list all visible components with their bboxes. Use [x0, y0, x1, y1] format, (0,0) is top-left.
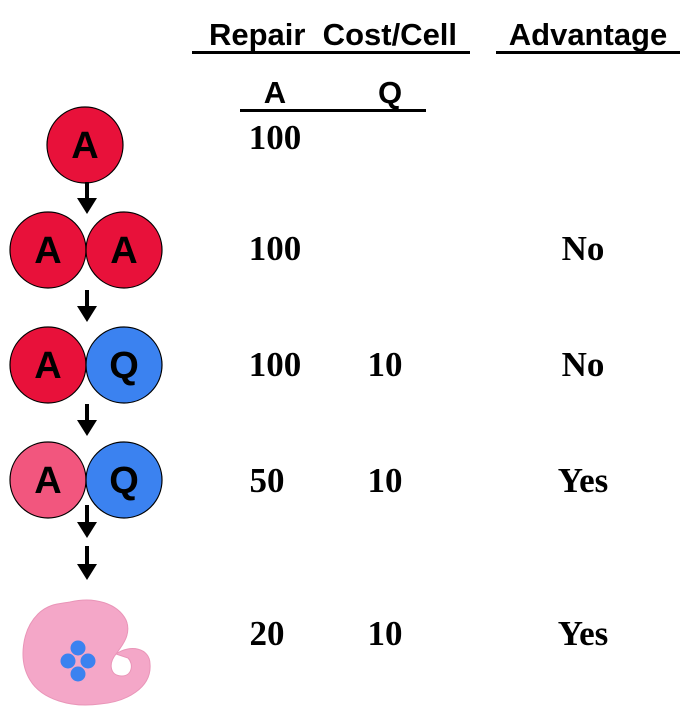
cell-a-icon: A	[9, 211, 87, 289]
repair-cost-header-rule	[192, 51, 470, 54]
advantage-value: No	[561, 229, 605, 268]
subheader-rule	[240, 109, 426, 112]
cell-a-icon: A	[46, 106, 124, 184]
advantage-value: No	[561, 345, 605, 384]
cell-q-icon: Q	[85, 326, 163, 404]
down-arrow-icon	[77, 290, 97, 322]
cell-label: A	[71, 125, 98, 167]
cell-label: A	[34, 460, 61, 502]
cell-lineage-diagram: A A A A Q A Q	[9, 106, 163, 706]
cell-label: A	[34, 345, 61, 387]
cell-label: A	[110, 230, 137, 272]
repair-cost-q-value: 10	[367, 614, 403, 653]
repair-cost-a-value: 100	[248, 118, 302, 157]
repair-cost-a-value: 20	[249, 614, 285, 653]
advantage-value: Yes	[557, 614, 609, 653]
cell-a-icon: A	[85, 211, 163, 289]
down-arrow-icon	[77, 505, 97, 538]
repair-cost-q-value: 10	[367, 345, 403, 384]
column-q-header: Q	[377, 75, 403, 110]
cell-a-icon: A	[9, 326, 87, 404]
down-arrow-icon	[77, 404, 97, 436]
column-a-header: A	[263, 75, 287, 110]
repair-cost-a-value: 100	[248, 345, 302, 384]
repair-cost-a-value: 50	[249, 461, 285, 500]
cell-label: Q	[109, 460, 139, 502]
cell-a-icon: A	[9, 441, 87, 519]
cell-q-icon: Q	[85, 441, 163, 519]
down-arrow-icon	[77, 546, 97, 580]
advantage-value: Yes	[557, 461, 609, 500]
cell-label: Q	[109, 345, 139, 387]
repair-cost-q-value: 10	[367, 461, 403, 500]
tumor-cell-icon	[22, 599, 151, 706]
cell-label: A	[34, 230, 61, 272]
repair-cost-header: Repair Cost/Cell	[208, 17, 458, 52]
advantage-header-rule	[496, 51, 680, 54]
down-arrow-icon	[77, 182, 97, 214]
advantage-header: Advantage	[508, 17, 668, 52]
repair-cost-a-value: 100	[248, 229, 302, 268]
